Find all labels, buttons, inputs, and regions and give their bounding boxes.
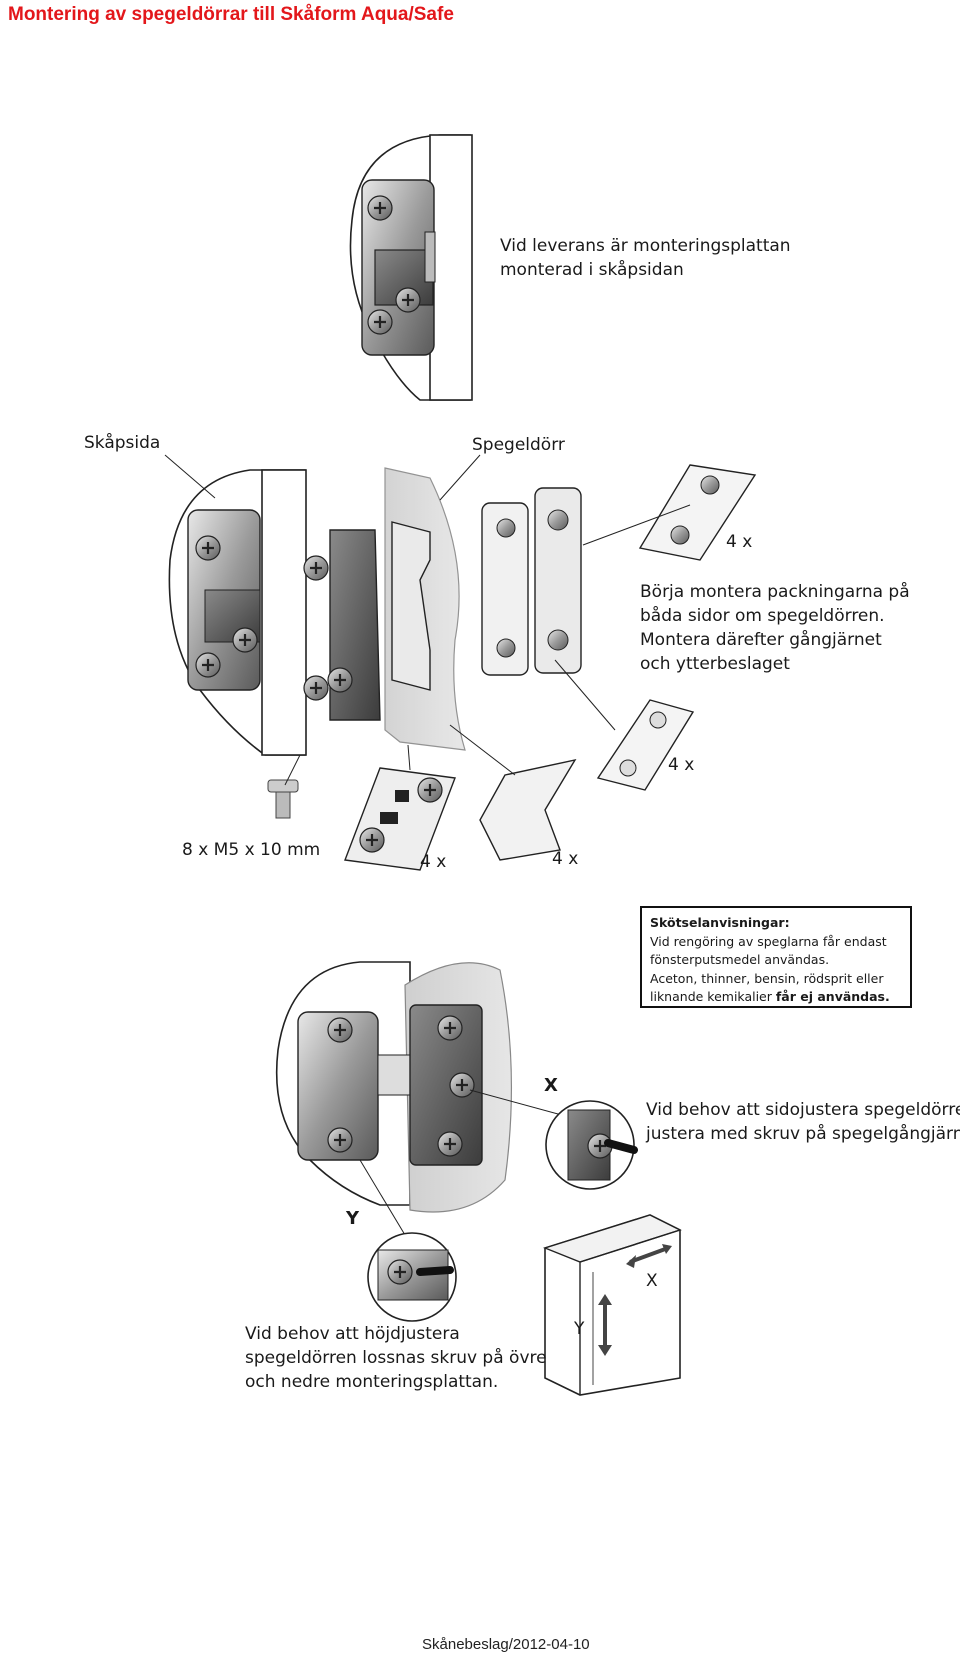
delivered-mounting-plate-illustration	[349, 134, 473, 401]
instruction-y: Vid behov att höjdjustera spegeldörren l…	[245, 1322, 547, 1394]
instruction-x-line: justera med skruv på spegelgångjärnet	[646, 1124, 960, 1144]
detail-y-illustration	[367, 1232, 457, 1322]
instruction-y-line: och nedre monteringsplattan.	[245, 1372, 499, 1392]
screw-spec: 8 x M5 x 10 mm	[182, 840, 321, 860]
instruction-line: båda sidor om spegeldörren.	[640, 606, 885, 626]
footer: Skånebeslag/2012-04-10	[422, 1636, 590, 1653]
instruction-assembly: Börja montera packningarna på båda sidor…	[640, 580, 910, 676]
care-line-last: liknande kemikalier får ej användas.	[650, 988, 902, 1007]
care-instructions-box: Skötselanvisningar: Vid rengöring av spe…	[640, 906, 912, 1008]
care-warning: får ej användas.	[775, 989, 890, 1004]
page-title: Montering av spegeldörrar till Skåform A…	[8, 4, 454, 25]
care-heading: Skötselanvisningar:	[650, 915, 790, 930]
care-line: Aceton, thinner, bensin, rödsprit eller	[650, 970, 884, 986]
qty-outer-plate: 4 x	[668, 755, 695, 775]
qty-hinge: 4 x	[420, 852, 447, 872]
delivery-note-line: monterad i skåpsidan	[500, 260, 684, 280]
exploded-assembly-illustration	[164, 454, 757, 871]
detail-x-illustration	[545, 1100, 638, 1190]
marker-x: X	[544, 1075, 558, 1096]
qty-gasket-top: 4 x	[726, 532, 753, 552]
cabinet-label-y: Y	[574, 1319, 585, 1339]
instruction-line: och ytterbeslaget	[640, 654, 790, 674]
delivery-note-line: Vid leverans är monteringsplattan	[500, 236, 791, 256]
delivery-note: Vid leverans är monteringsplattan monter…	[500, 234, 791, 282]
label-cabinet-side: Skåpsida	[84, 433, 161, 453]
instruction-x-line: Vid behov att sidojustera spegeldörren,	[646, 1100, 960, 1120]
label-mirror-door: Spegeldörr	[472, 435, 565, 455]
mounted-hinge-illustration	[275, 961, 581, 1236]
care-line-prefix: liknande kemikalier	[650, 989, 776, 1004]
qty-bracket: 4 x	[552, 849, 579, 869]
cabinet-adjustment-illustration	[542, 1214, 682, 1396]
instruction-line: Montera därefter gångjärnet	[640, 630, 882, 650]
instruction-line: Börja montera packningarna på	[640, 582, 910, 602]
marker-y: Y	[346, 1208, 360, 1229]
instruction-x: Vid behov att sidojustera spegeldörren, …	[646, 1098, 960, 1146]
instruction-y-line: spegeldörren lossnas skruv på övre	[245, 1348, 547, 1368]
instruction-y-line: Vid behov att höjdjustera	[245, 1324, 460, 1344]
care-line: Vid rengöring av speglarna får endast	[650, 933, 887, 949]
care-line: fönsterputsmedel användas.	[650, 952, 830, 967]
cabinet-label-x: X	[646, 1271, 658, 1291]
